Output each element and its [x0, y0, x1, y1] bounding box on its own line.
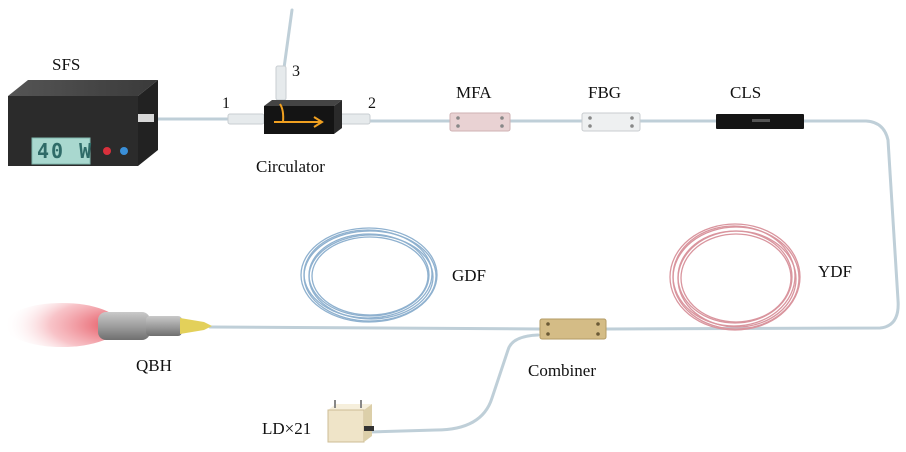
ld-module	[327, 400, 374, 443]
sfs-display-readout: 40 W	[37, 139, 94, 163]
label-fbg: FBG	[588, 83, 622, 102]
fbg-device	[581, 112, 641, 132]
fiber-paths	[150, 8, 900, 434]
label-sfs: SFS	[52, 55, 81, 74]
mfa-device	[449, 112, 511, 132]
label-ydf: YDF	[818, 262, 853, 281]
label-port-1: 1	[222, 95, 230, 112]
combiner-device	[539, 318, 607, 340]
label-combiner: Combiner	[528, 361, 596, 380]
label-cls: CLS	[730, 83, 762, 102]
circulator-device	[227, 100, 371, 134]
sfs-display-screen	[31, 137, 91, 165]
label-ld: LD×21	[262, 419, 312, 438]
fiber-main-forward	[342, 119, 900, 331]
label-port-2: 2	[368, 95, 376, 112]
qbh-output	[4, 303, 212, 347]
sfs-source	[8, 80, 158, 166]
label-port-3: 3	[292, 63, 300, 80]
sfs-blue-indicator	[120, 147, 128, 155]
label-circulator: Circulator	[256, 157, 325, 176]
fiber-combiner-to-qbh	[208, 325, 542, 331]
circulator-arrow-icon	[274, 103, 324, 128]
output-beam	[4, 303, 120, 347]
ydf-coil	[669, 223, 801, 331]
label-gdf: GDF	[452, 266, 487, 285]
cls-device	[716, 114, 804, 129]
fiber-ld-to-combiner	[368, 333, 540, 434]
gdf-coil	[300, 227, 438, 323]
port3-ferrule	[275, 65, 287, 101]
label-qbh: QBH	[136, 356, 172, 375]
sfs-red-indicator	[103, 147, 111, 155]
label-mfa: MFA	[456, 83, 492, 102]
